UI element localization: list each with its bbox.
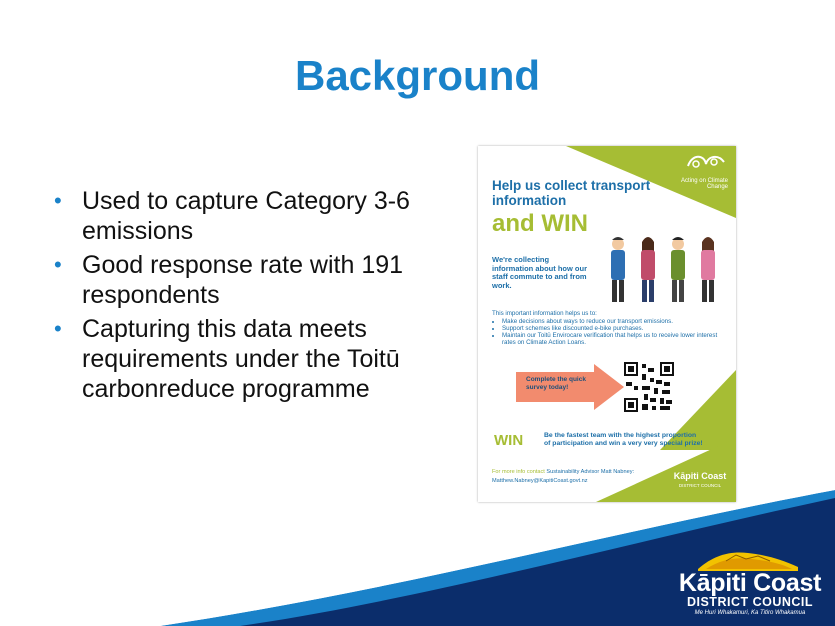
person-icon	[641, 237, 655, 302]
poster-top-triangle	[566, 146, 736, 218]
poster-headline: Help us collect transport information	[492, 178, 651, 208]
person-icon	[611, 237, 625, 302]
kapiti-island-logo-icon	[698, 552, 798, 571]
climate-change-logo: Acting on Climate Change	[668, 152, 728, 198]
poster-council-logo: Kāpiti Coast DISTRICT COUNCIL	[673, 471, 727, 489]
slide-title: Background	[294, 52, 541, 99]
poster-win-label: WIN	[494, 432, 524, 449]
bullet-list: •Used to capture Category 3-6 emissions …	[52, 186, 422, 408]
survey-poster: Acting on Climate Change Help us collect…	[478, 146, 736, 502]
koru-logo-icon	[668, 152, 728, 178]
poster-collecting-text: We're collecting information about how o…	[492, 255, 587, 290]
person-icon	[671, 237, 685, 302]
brand-name: Kāpiti Coast	[678, 569, 822, 597]
brand-tagline: Me Huri Whakamuri, Ka Titiro Whakamua	[694, 610, 806, 616]
brand-subtitle: DISTRICT COUNCIL	[686, 595, 814, 609]
footer-swoosh	[0, 490, 835, 626]
poster-contact: For more info contact Sustainability Adv…	[492, 469, 635, 484]
council-branding: Kāpiti Coast DISTRICT COUNCIL Me Huri Wh…	[672, 570, 828, 617]
bullet-item: •Good response rate with 191 respondents	[54, 251, 404, 309]
bullet-dot-icon: •	[54, 188, 62, 213]
bullet-item: •Used to capture Category 3-6 emissions	[54, 187, 410, 245]
commuters-illustration	[611, 237, 715, 302]
bullet-item: •Capturing this data meets requirements …	[54, 315, 400, 403]
person-icon	[701, 237, 715, 302]
poster-mid-triangle	[660, 370, 736, 450]
bullet-dot-icon: •	[54, 316, 62, 341]
survey-cta: Complete the quick survey today!	[526, 376, 586, 391]
arrow-right-icon	[516, 364, 624, 410]
poster-info: This important information helps us to: …	[492, 310, 728, 346]
bullet-dot-icon: •	[54, 252, 62, 277]
poster-headline-win: and WIN	[492, 210, 588, 237]
poster-bottom-triangle	[596, 438, 736, 502]
